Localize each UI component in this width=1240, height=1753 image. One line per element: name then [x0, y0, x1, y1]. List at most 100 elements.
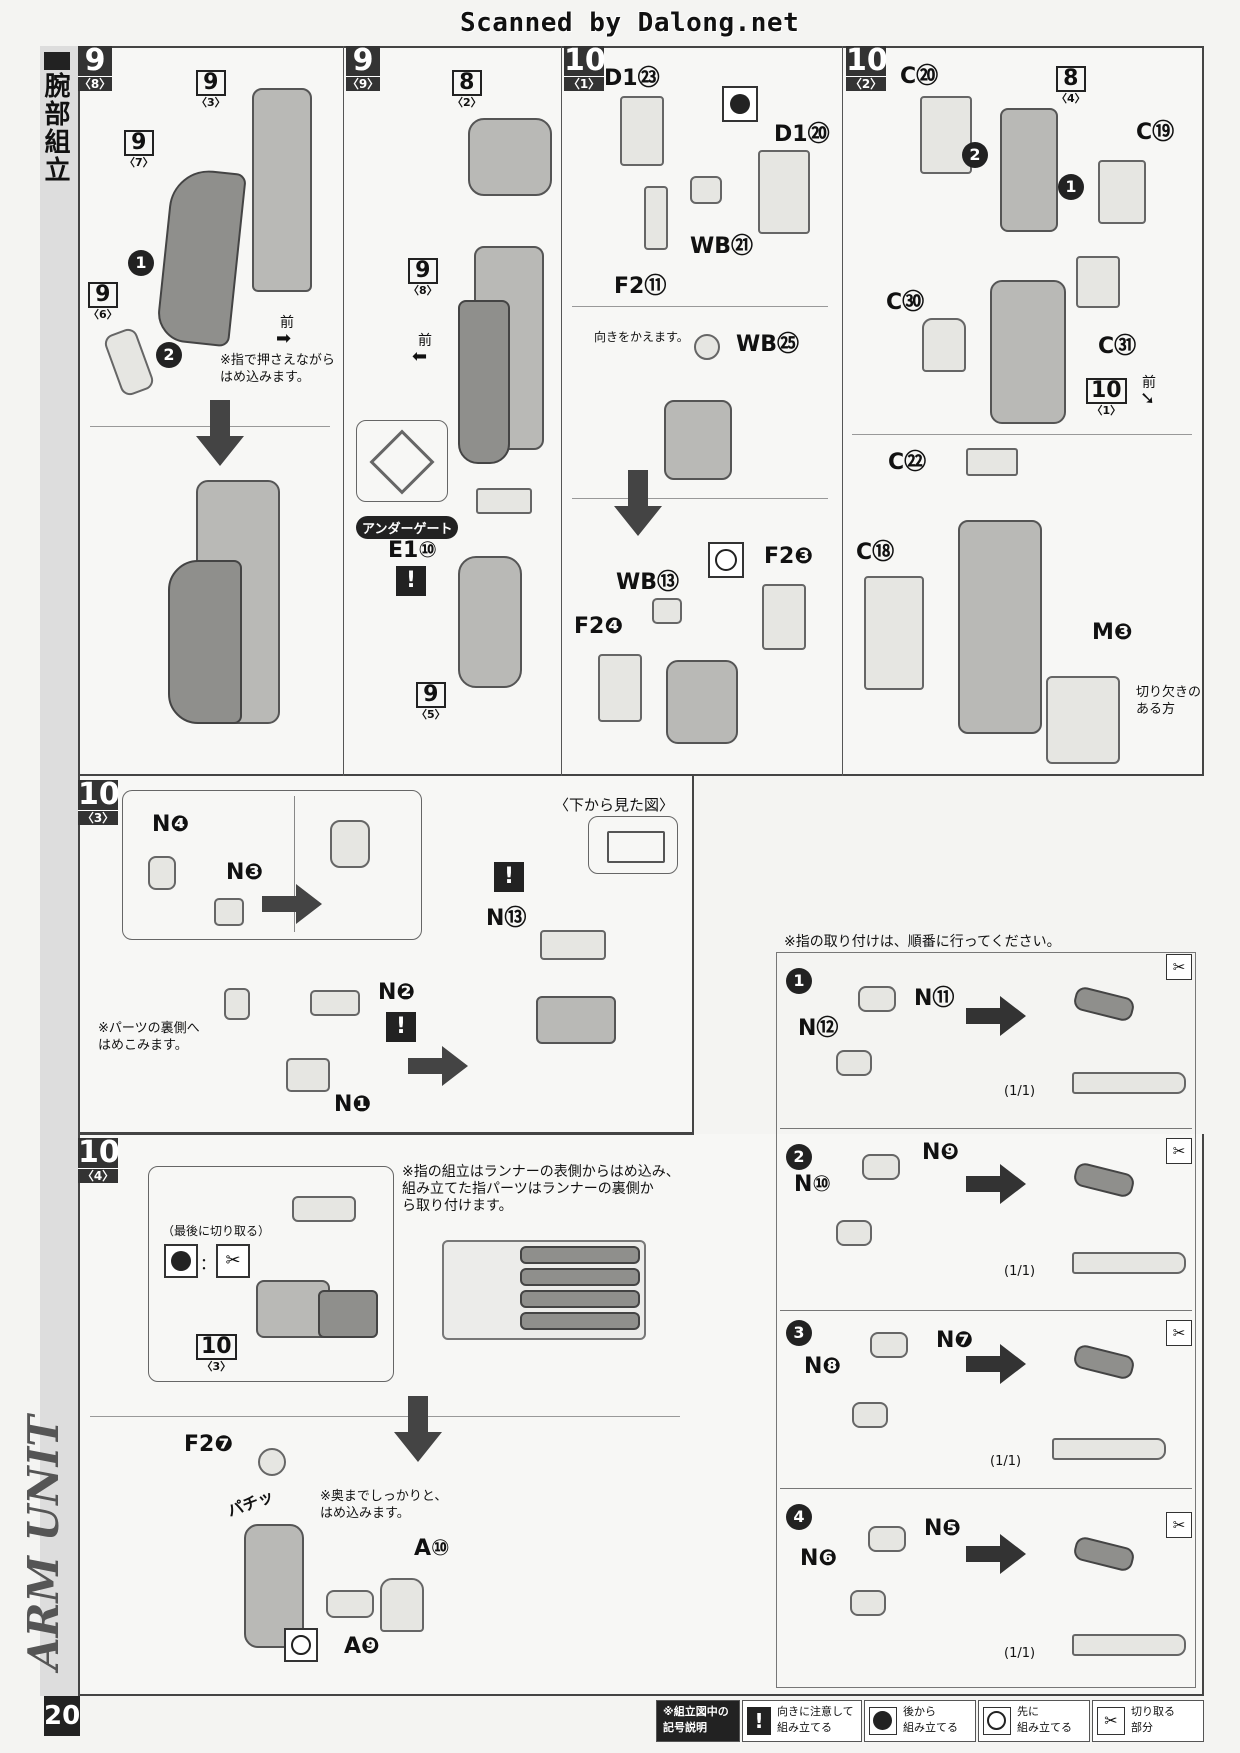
part-wb21-label: WB㉑ [690, 234, 754, 259]
right-arrow-icon [966, 1164, 1026, 1204]
exclamation-icon-3: ! [494, 862, 524, 892]
part-wb13-label: WB⑬ [616, 570, 680, 595]
ref-9-3: 9〈3〉 [196, 70, 226, 109]
finger-scale-label: (1/1) [990, 1454, 1022, 1469]
finger-runner [442, 1240, 646, 1340]
n3-part [214, 898, 244, 926]
finger-side-view [1072, 1072, 1186, 1094]
part-a10-label: A⑩ [414, 1536, 450, 1561]
finger-cut-detail-box [148, 1166, 394, 1382]
bottom-view-shape [607, 831, 665, 863]
cut-icon: ✂ [1166, 1320, 1192, 1346]
f2-11-part [644, 186, 668, 250]
finger-scale-label: (1/1) [1004, 1264, 1036, 1279]
legend-title: ※組立図中の 記号説明 [663, 1705, 729, 1734]
ref-9-8: 9〈8〉 [408, 258, 438, 297]
front-label-3: 前 [1142, 375, 1156, 391]
legend-item-later: 後から 組み立てる [864, 1700, 976, 1742]
legend-title-cell: ※組立図中の 記号説明 [656, 1700, 740, 1742]
d1-20-part [758, 150, 810, 234]
hand-assembled-part [244, 1524, 304, 1648]
d1-23-part [620, 96, 664, 166]
cut-icon: ✂ [1097, 1707, 1125, 1735]
filled-circle-icon-2 [164, 1244, 198, 1278]
part-f2-3-label: F2❸ [764, 544, 813, 569]
legend-label: 切り取る 部分 [1131, 1705, 1175, 1734]
wb25-part [694, 334, 720, 360]
finger-top-label: N❾ [922, 1140, 960, 1165]
c19-part [1098, 160, 1146, 224]
part-c20-label: C⑳ [900, 64, 939, 89]
part-f2-4-label: F2❹ [574, 614, 623, 639]
part-n13-label: N⑬ [486, 906, 527, 931]
part-c18-label: C⑱ [856, 540, 895, 565]
right-arrow-icon [966, 1534, 1026, 1574]
finger-step-number: 1 [786, 968, 812, 994]
part-c19-label: C⑲ [1136, 120, 1175, 145]
part-n3-label: N❸ [226, 860, 264, 885]
finger-top-part [868, 1526, 906, 1552]
legend-label: 先に 組み立てる [1017, 1705, 1072, 1734]
front-arrow-icon: ➡ [276, 328, 292, 349]
wrist-block-part [664, 400, 732, 480]
scan-credit: Scanned by Dalong.net [460, 8, 800, 38]
open-circle-icon [983, 1707, 1011, 1735]
step-9-9-badge: 9〈9〉 [346, 43, 380, 91]
part-c31-label: C㉛ [1098, 334, 1137, 359]
cut-icon: ✂ [216, 1244, 250, 1278]
step-9-8-badge: 9〈8〉 [78, 43, 112, 91]
runner-note: ※指の組立はランナーの表側からはめ込み、 組み立てた指パーツはランナーの裏側か … [402, 1164, 680, 1214]
runner-finger-4 [520, 1312, 640, 1330]
runner-finger-2 [520, 1268, 640, 1286]
ref-9-7: 9〈7〉 [124, 130, 154, 169]
n13-part [540, 930, 606, 960]
c22-part [966, 448, 1018, 476]
forearm-cover-part [458, 300, 510, 464]
finger-side-view [1072, 1252, 1186, 1274]
front-arrow-icon-2: ⬅ [412, 346, 428, 367]
part-n1-label: N❶ [334, 1092, 372, 1117]
finger-bottom-part [852, 1402, 888, 1428]
cut-icon: ✂ [1166, 1512, 1192, 1538]
assembly-step-2-icon: 2 [156, 342, 182, 368]
ref-9-5: 9〈5〉 [416, 682, 446, 721]
part-a9-label: A❾ [344, 1634, 380, 1659]
ref-9-6: 9〈6〉 [88, 282, 118, 321]
finger-order-note: ※指の取り付けは、順番に行ってください。 [784, 934, 1061, 950]
exclamation-icon: ! [396, 566, 426, 596]
finger-top-label: N❼ [936, 1328, 974, 1353]
exclamation-icon-2: ! [386, 1012, 416, 1042]
right-arrow-icon [262, 884, 322, 924]
right-arrow-icon [966, 1344, 1026, 1384]
section-square-icon [44, 52, 70, 70]
legend-label: 後から 組み立てる [903, 1705, 958, 1734]
full-forearm-part [958, 520, 1042, 734]
down-arrow-icon-2 [614, 470, 662, 536]
turn-note: 向きをかえます。 [594, 330, 689, 344]
assembly-step-1-icon: 1 [128, 250, 154, 276]
down-arrow-icon-3 [394, 1396, 442, 1462]
hand-adapter-part [476, 488, 532, 514]
finger-step-number: 3 [786, 1320, 812, 1346]
section-title: 腕部組立 [40, 72, 70, 184]
cut-note: 切り欠きの ある方 [1136, 685, 1202, 717]
page-number: 20 [44, 1696, 80, 1736]
assembled-shield-part [168, 560, 242, 724]
a9-part [326, 1590, 374, 1618]
part-d1-23-label: D1㉓ [604, 66, 660, 91]
ref-10-1: 10〈1〉 [1086, 378, 1127, 417]
a10-part [380, 1578, 424, 1632]
part-f2-11-label: F2⑪ [614, 274, 667, 299]
bottom-view-label: 〈下から見た図〉 [554, 796, 675, 814]
press-note: ※指で押さえながら はめ込みます。 [220, 353, 335, 385]
push-note: ※奥までしっかりと、 はめ込みます。 [320, 1489, 448, 1521]
undergate-label: アンダーゲート [356, 516, 459, 539]
finger-order-panel [776, 952, 1196, 1688]
part-n4-label: N❹ [152, 812, 190, 837]
part-m3-label: M❸ [1092, 620, 1133, 645]
exclamation-icon: ! [747, 1707, 771, 1735]
step-10-4-badge: 10〈4〉 [78, 1135, 120, 1183]
finger-bottom-label: N❽ [804, 1354, 842, 1379]
side-strip [40, 46, 78, 1696]
upper-arm-part [252, 88, 312, 292]
